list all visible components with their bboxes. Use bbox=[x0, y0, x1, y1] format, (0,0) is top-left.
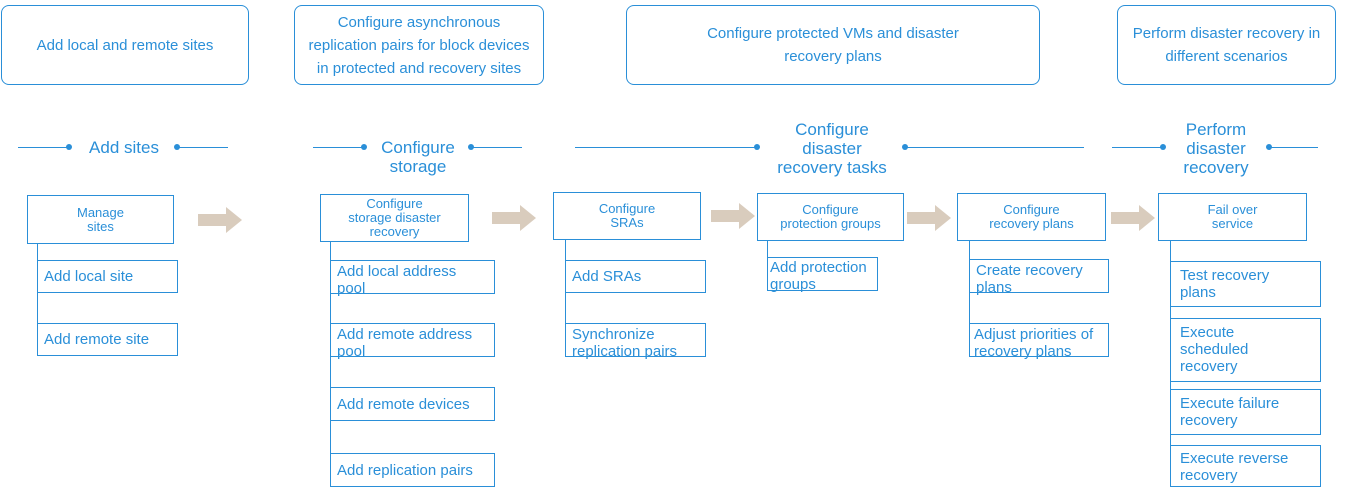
step-configure-protection-groups: Configure protection groups bbox=[757, 193, 904, 241]
phase-dot bbox=[902, 144, 908, 150]
phase-dot bbox=[66, 144, 72, 150]
substep-add-remote-site: Add remote site bbox=[37, 323, 178, 356]
phase-configure-storage: Configure storage bbox=[381, 138, 455, 176]
step-configure-sras: Configure SRAs bbox=[553, 192, 701, 240]
phase-line-recovery-right bbox=[1270, 147, 1318, 148]
substep-add-local-address-pool: Add local address pool bbox=[330, 260, 495, 297]
phase-dot bbox=[754, 144, 760, 150]
substep-add-protection-groups: Add protection groups bbox=[767, 257, 878, 293]
substep-add-replication-pairs: Add replication pairs bbox=[330, 453, 495, 487]
substep-synchronize-replication-pairs: Synchronize replication pairs bbox=[565, 323, 706, 360]
substep-add-local-site: Add local site bbox=[37, 260, 178, 293]
phase-line-storage-left bbox=[313, 147, 363, 148]
substep-execute-reverse-recovery: Execute reverse recovery bbox=[1170, 445, 1321, 487]
phase-dot bbox=[1160, 144, 1166, 150]
substep-test-recovery-plans: Test recovery plans bbox=[1170, 261, 1321, 307]
substep-add-remote-devices: Add remote devices bbox=[330, 387, 495, 421]
phase-dot bbox=[361, 144, 367, 150]
top-box-storage: Configure asynchronous replication pairs… bbox=[294, 5, 544, 85]
top-box-sites: Add local and remote sites bbox=[1, 5, 249, 85]
phase-line-recovery-left bbox=[1112, 147, 1162, 148]
substep-adjust-priorities: Adjust priorities of recovery plans bbox=[969, 323, 1109, 360]
connector-line bbox=[969, 241, 970, 357]
connector-line bbox=[565, 239, 566, 357]
phase-dot bbox=[1266, 144, 1272, 150]
connector-line bbox=[330, 241, 331, 487]
phase-line-storage-right bbox=[472, 147, 522, 148]
flow-arrow-icon bbox=[711, 203, 755, 229]
phase-line-tasks-right bbox=[906, 147, 1084, 148]
phase-perform-dr: Perform disaster recovery bbox=[1183, 120, 1249, 177]
phase-dot bbox=[174, 144, 180, 150]
flow-arrow-icon bbox=[492, 205, 536, 231]
top-box-tasks: Configure protected VMs and disaster rec… bbox=[626, 5, 1040, 85]
step-configure-recovery-plans: Configure recovery plans bbox=[957, 193, 1106, 241]
substep-execute-scheduled-recovery: Execute scheduled recovery bbox=[1170, 318, 1321, 382]
flow-arrow-icon bbox=[1111, 205, 1155, 231]
flow-arrow-icon bbox=[198, 207, 242, 233]
phase-configure-dr-tasks: Configure disaster recovery tasks bbox=[777, 120, 887, 177]
phase-dot bbox=[468, 144, 474, 150]
step-manage-sites: Manage sites bbox=[27, 195, 174, 244]
substep-create-recovery-plans: Create recovery plans bbox=[969, 259, 1109, 296]
substep-add-remote-address-pool: Add remote address pool bbox=[330, 323, 495, 360]
phase-line-sites-right bbox=[178, 147, 228, 148]
substep-add-sras: Add SRAs bbox=[565, 260, 706, 293]
phase-line-tasks-left bbox=[575, 147, 755, 148]
phase-line-sites-left bbox=[18, 147, 68, 148]
step-fail-over-service: Fail over service bbox=[1158, 193, 1307, 241]
substep-execute-failure-recovery: Execute failure recovery bbox=[1170, 389, 1321, 435]
top-box-recovery: Perform disaster recovery in different s… bbox=[1117, 5, 1336, 85]
phase-add-sites: Add sites bbox=[89, 138, 159, 157]
step-configure-storage-dr: Configure storage disaster recovery bbox=[320, 194, 469, 242]
flow-arrow-icon bbox=[907, 205, 951, 231]
